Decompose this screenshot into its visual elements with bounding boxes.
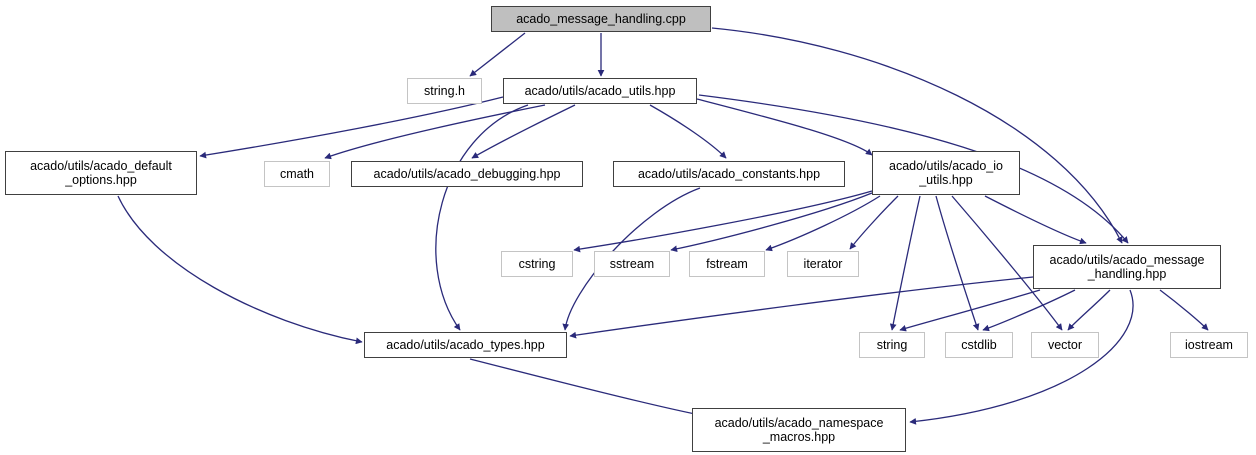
graph-edge-msghpp-to-vector	[1067, 289, 1111, 331]
graph-edge-ioutils-to-vector	[951, 195, 1063, 331]
graph-edge-utils-to-debugging	[471, 104, 576, 159]
graph-edge-utils-to-types	[435, 104, 529, 331]
graph-node-cmath[interactable]: cmath	[264, 161, 330, 187]
graph-node-string[interactable]: string	[859, 332, 925, 358]
graph-edge-utils-to-constants	[649, 104, 727, 159]
graph-edge-msghpp-to-iostream	[1159, 289, 1209, 331]
graph-node-root[interactable]: acado_message_handling.cpp	[491, 6, 711, 32]
graph-node-debugging[interactable]: acado/utils/acado_debugging.hpp	[351, 161, 583, 187]
graph-edge-msghpp-to-cstdlib	[982, 289, 1076, 332]
graph-node-ioutils[interactable]: acado/utils/acado_io _utils.hpp	[872, 151, 1020, 195]
graph-edge-utils-to-defopts	[199, 96, 504, 159]
graph-edge-types-to-nsmacros	[469, 358, 701, 418]
graph-edge-msghpp-to-string	[899, 289, 1041, 332]
graph-node-fstream[interactable]: fstream	[689, 251, 765, 277]
graph-edge-ioutils-to-string	[889, 195, 921, 331]
graph-node-cstdlib[interactable]: cstdlib	[945, 332, 1013, 358]
graph-edge-utils-to-ioutils	[696, 98, 873, 156]
graph-node-nsmacros[interactable]: acado/utils/acado_namespace _macros.hpp	[692, 408, 906, 452]
graph-edge-msghpp-to-types	[569, 276, 1034, 339]
graph-node-iterator[interactable]: iterator	[787, 251, 859, 277]
graph-node-msghpp[interactable]: acado/utils/acado_message _handling.hpp	[1033, 245, 1221, 289]
graph-edge-utils-to-msghpp	[698, 94, 1129, 244]
graph-edge-ioutils-to-iterator	[849, 195, 899, 250]
graph-edge-ioutils-to-msghpp	[984, 195, 1087, 245]
graph-edge-root-to-msghpp	[711, 27, 1123, 244]
graph-node-utils[interactable]: acado/utils/acado_utils.hpp	[503, 78, 697, 104]
graph-edge-msghpp-to-nsmacros	[909, 289, 1134, 425]
graph-node-cstring[interactable]: cstring	[501, 251, 573, 277]
graph-edge-ioutils-to-fstream	[765, 195, 881, 252]
graph-node-vector[interactable]: vector	[1031, 332, 1099, 358]
graph-edge-ioutils-to-cstring	[573, 190, 873, 253]
graph-node-sstream[interactable]: sstream	[594, 251, 670, 277]
graph-edge-defopts-to-types	[117, 195, 363, 345]
graph-node-defopts[interactable]: acado/utils/acado_default _options.hpp	[5, 151, 197, 195]
graph-edge-ioutils-to-cstdlib	[935, 195, 980, 331]
graph-node-types[interactable]: acado/utils/acado_types.hpp	[364, 332, 567, 358]
graph-edge-root-to-stringh	[469, 32, 526, 77]
graph-node-constants[interactable]: acado/utils/acado_constants.hpp	[613, 161, 845, 187]
graph-node-iostream[interactable]: iostream	[1170, 332, 1248, 358]
graph-node-stringh[interactable]: string.h	[407, 78, 482, 104]
graph-edge-ioutils-to-sstream	[670, 192, 873, 253]
